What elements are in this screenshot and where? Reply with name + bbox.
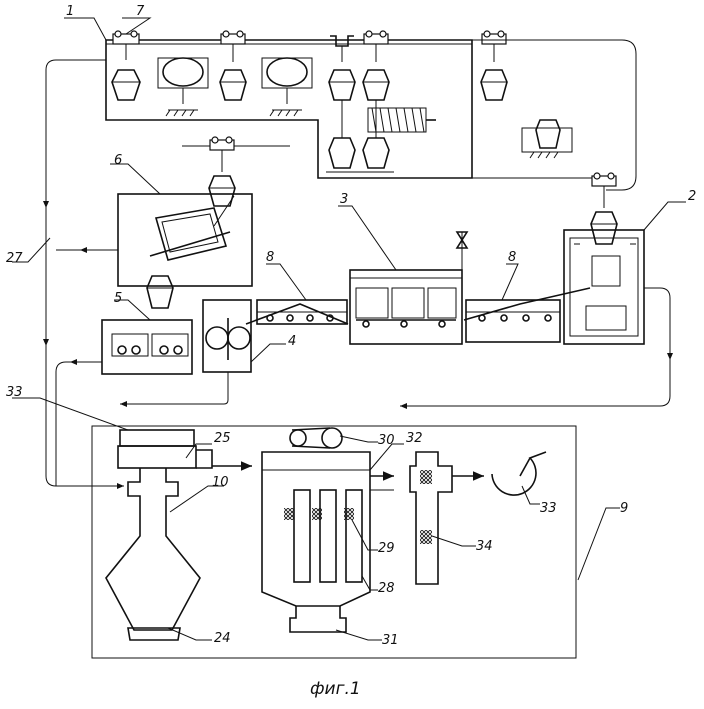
fan-33 bbox=[492, 452, 546, 495]
label-8b: 8 bbox=[508, 250, 516, 265]
label-5: 5 bbox=[114, 291, 122, 306]
label-32: 32 bbox=[406, 431, 423, 446]
label-3: 3 bbox=[340, 192, 348, 207]
reference-numerals: 1 7 2 3 4 5 6 8 8 27 33 25 10 24 30 32 2… bbox=[6, 4, 696, 648]
tumbler-2 bbox=[262, 58, 312, 116]
conveyor-8-left bbox=[246, 300, 348, 324]
label-34: 34 bbox=[476, 539, 493, 554]
figure-caption: фиг.1 bbox=[310, 679, 361, 699]
label-25: 25 bbox=[214, 431, 231, 446]
label-7: 7 bbox=[136, 4, 145, 19]
unit-1-processing-bay bbox=[106, 31, 472, 178]
hoist-d bbox=[363, 31, 389, 168]
label-8a: 8 bbox=[266, 250, 274, 265]
right-hoist-station bbox=[472, 31, 636, 190]
hoist-b bbox=[220, 31, 246, 100]
label-24: 24 bbox=[214, 631, 231, 646]
bag-filter-28 bbox=[262, 428, 394, 632]
unit-5 bbox=[102, 320, 192, 374]
label-1: 1 bbox=[66, 4, 74, 19]
label-4: 4 bbox=[288, 334, 296, 349]
label-10: 10 bbox=[212, 475, 229, 490]
filter-34 bbox=[410, 452, 484, 584]
label-28: 28 bbox=[378, 581, 395, 596]
unit-2 bbox=[564, 173, 670, 360]
label-6: 6 bbox=[114, 153, 122, 168]
label-33a: 33 bbox=[6, 385, 23, 400]
unit-4 bbox=[203, 300, 251, 400]
label-31: 31 bbox=[382, 633, 399, 648]
unit-3 bbox=[350, 232, 467, 344]
label-9: 9 bbox=[620, 501, 628, 516]
label-30: 30 bbox=[378, 433, 395, 448]
hoist-7 bbox=[112, 31, 140, 100]
label-29: 29 bbox=[378, 541, 395, 556]
hoist-c bbox=[329, 36, 355, 168]
unit-9-filtration bbox=[92, 426, 576, 658]
cyclone-10 bbox=[106, 430, 252, 640]
tumbler-1 bbox=[158, 58, 208, 116]
label-33b: 33 bbox=[540, 501, 557, 516]
leader-lines bbox=[12, 18, 686, 640]
label-2: 2 bbox=[688, 189, 696, 204]
unit-6 bbox=[118, 137, 290, 308]
feed-line-left bbox=[46, 60, 124, 486]
label-27: 27 bbox=[6, 251, 23, 266]
conveyor-8-right bbox=[464, 288, 590, 342]
